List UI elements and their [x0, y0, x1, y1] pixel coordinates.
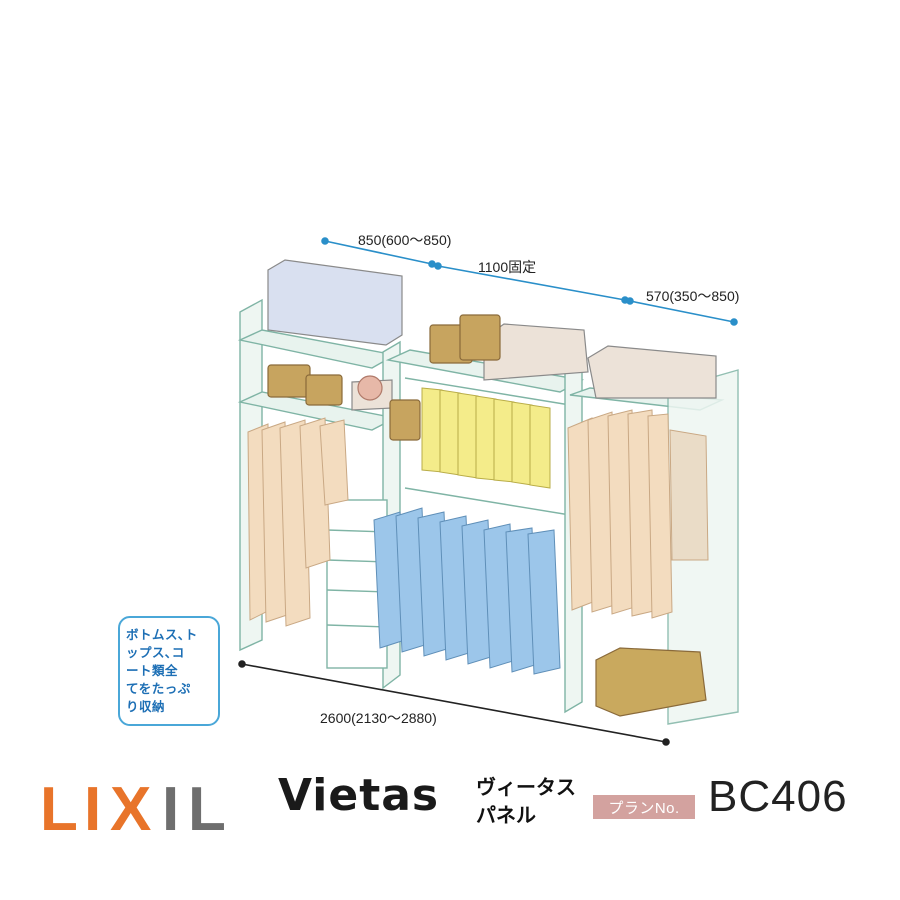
lixil-logo: L I X I L [40, 775, 226, 834]
dimension-right-label: 570(350～850) [646, 288, 740, 304]
dimension-left-label: 850(600～850) [358, 232, 452, 248]
storage-callout: ボトムス､ト ップス､コ ート類全 てをたっぷ り収納 [118, 616, 220, 726]
callout-text: ボトムス､ト ップス､コ ート類全 てをたっぷ り収納 [126, 627, 198, 714]
dimension-total-label: 2600(2130～2880) [320, 710, 437, 726]
garments-right [567, 409, 709, 619]
svg-text:I: I [84, 775, 101, 834]
product-subtitle-line2: パネル [476, 803, 536, 827]
plan-number: BC406 [708, 772, 848, 821]
dim-line-center [437, 265, 626, 301]
garments-left [247, 417, 349, 627]
dim-line-left [324, 240, 433, 265]
svg-text:L: L [40, 775, 78, 834]
product-name: Vietas [278, 770, 440, 821]
garments-blue [373, 507, 561, 675]
svg-text:X: X [110, 775, 151, 834]
dim-line-right [629, 300, 735, 323]
dim-line-bottom [238, 660, 670, 746]
garments-yellow [421, 387, 551, 489]
handbags [267, 314, 501, 441]
svg-text:L: L [188, 775, 226, 834]
dimension-center-label: 1100固定 [478, 259, 537, 275]
product-subtitle-line1: ヴィータス [476, 775, 576, 799]
dimension-lines [321, 237, 738, 326]
suitcase [595, 647, 707, 717]
storage-boxes [267, 259, 717, 411]
plan-label-badge: プランNo. [593, 795, 695, 819]
svg-text:I: I [162, 775, 179, 834]
